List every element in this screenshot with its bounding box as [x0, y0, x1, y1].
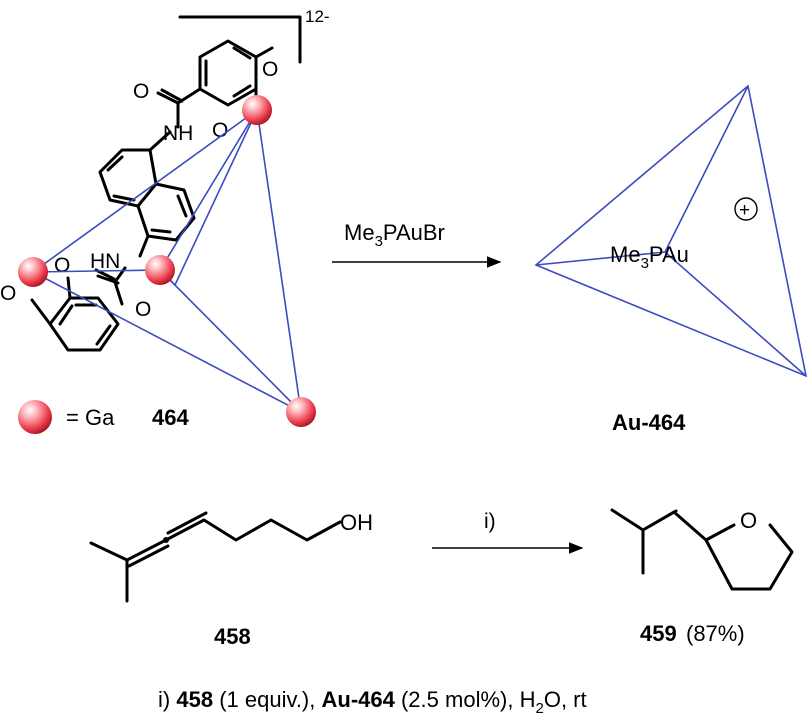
atom-label-o-2: O — [212, 119, 228, 142]
ga-legend: = Ga 464 — [18, 400, 189, 434]
arrow-2-condition-label: i) — [484, 510, 496, 533]
guest-me3pau: Me3PAu — [610, 242, 689, 272]
allene-double-bonds — [127, 511, 208, 568]
ga-sphere-center — [145, 255, 175, 285]
atom-label-o-carbonyl-top: O — [133, 80, 149, 103]
product-yield: (87%) — [686, 621, 745, 646]
bottom-aromatic-ring — [48, 296, 120, 352]
atom-label-nh-top: NH — [163, 122, 193, 145]
top-aromatic-ring — [198, 39, 258, 107]
atom-label-o-3: O — [54, 254, 70, 277]
ga-sphere-bottom — [286, 397, 316, 427]
ga-legend-label: = Ga — [66, 405, 115, 430]
isobutenyl-double-bond — [648, 509, 678, 528]
top-carbonyl-bonds — [156, 87, 202, 129]
charge-bracket — [178, 15, 302, 64]
lower-amide-bonds — [94, 234, 150, 306]
allene-chain-bonds — [89, 518, 342, 603]
bottom-phenoxide-bonds — [30, 276, 72, 326]
positive-charge-symbol: + — [739, 200, 750, 221]
reaction-arrow-1: Me3PAuBr — [332, 220, 502, 268]
central-aromatic-rings — [98, 130, 196, 242]
compound-number-458: 458 — [214, 624, 251, 649]
compound-label-au-464: Au-464 — [612, 410, 686, 435]
positive-charge-circle — [734, 197, 758, 221]
compound-458-structure: OH 458 — [89, 510, 373, 649]
compound-459-structure: O 459 (87%) — [610, 508, 794, 646]
cage-464-structure: 12- O NH O O HN O O O — [0, 7, 330, 427]
atom-label-o-carbonyl-bottom: O — [135, 298, 151, 321]
au-cage-edges — [534, 84, 808, 378]
conditions-footnote: i) 458 (1 equiv.), Au-464 (2.5 mol%), H2… — [158, 687, 587, 717]
ga-legend-sphere — [18, 400, 52, 434]
compound-number-464: 464 — [152, 405, 189, 430]
compound-number-459: 459 — [640, 621, 677, 646]
atom-label-o-1: O — [262, 58, 278, 81]
hydroxyl-label: OH — [340, 510, 373, 535]
thf-ring-bonds — [704, 523, 794, 591]
thf-oxygen-label: O — [740, 508, 757, 533]
ga-sphere-top — [242, 95, 272, 125]
cage-charge: 12- — [305, 7, 330, 26]
atom-label-o-4: O — [0, 282, 16, 305]
ga-sphere-left — [18, 257, 48, 287]
au-464-cage: Me3PAu + Au-464 — [534, 84, 808, 435]
allene-center-dot — [163, 537, 169, 543]
reagent-me3paubr: Me3PAuBr — [344, 220, 445, 250]
atom-label-hn-bottom: HN — [90, 250, 120, 273]
reaction-arrow-2: i) — [432, 510, 584, 554]
